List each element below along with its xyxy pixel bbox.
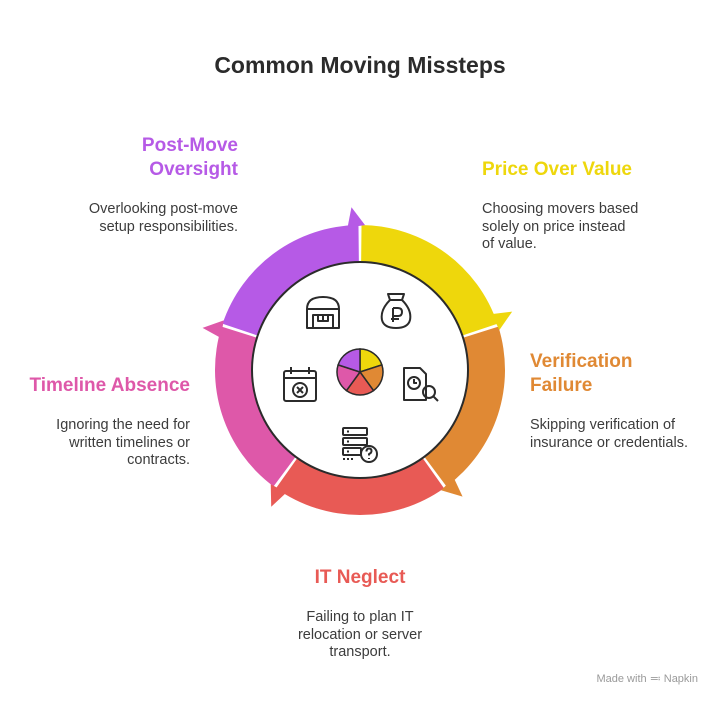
step-title: Verification Failure	[530, 351, 633, 396]
step-it-neglect: IT Neglect Failing to plan IT relocation…	[240, 566, 480, 662]
ring-segment	[424, 326, 505, 487]
footer-credit: Made with ≕ Napkin	[596, 673, 698, 685]
ring-segment	[222, 225, 359, 336]
ring-segment	[361, 225, 498, 336]
step-title: IT Neglect	[314, 567, 406, 588]
step-description: Overlooking post-move setup responsibili…	[88, 201, 238, 235]
step-title: Post-Move Oversight	[141, 135, 238, 180]
ring-segment	[276, 458, 444, 515]
step-timeline-absence: Timeline Absence Ignoring the need for w…	[10, 374, 190, 470]
ring-arrowhead	[347, 207, 366, 228]
ring-arrowhead	[270, 484, 287, 507]
money-bag-icon	[380, 293, 412, 329]
ring-arrowhead	[491, 311, 513, 331]
step-description: Ignoring the need for written timelines …	[56, 417, 190, 468]
step-price-over-value: Price Over Value Choosing movers based s…	[482, 158, 702, 254]
step-verification-failure: Verification Failure Skipping verificati…	[530, 350, 710, 452]
step-description: Choosing movers based solely on price in…	[482, 201, 639, 252]
center-pie-icon	[336, 348, 384, 396]
ring	[202, 207, 513, 515]
ring-arrowhead	[441, 477, 463, 497]
ring-arrowhead	[202, 320, 224, 338]
warehouse-icon	[306, 296, 340, 329]
ring-segment	[215, 326, 296, 487]
server-question-icon	[342, 427, 378, 463]
napkin-logo-icon: ≕	[649, 673, 661, 685]
calendar-cancel-icon	[283, 367, 317, 402]
step-title: Price Over Value	[482, 159, 632, 180]
pie-slice	[337, 348, 361, 374]
step-description: Skipping verification of insurance or cr…	[530, 417, 688, 451]
page-title: Common Moving Missteps	[214, 52, 506, 78]
step-description: Failing to plan IT relocation or server …	[297, 609, 423, 660]
step-post-move-oversight: Post-Move Oversight Overlooking post-mov…	[60, 134, 238, 236]
step-title: Timeline Absence	[29, 375, 190, 396]
document-search-icon	[403, 367, 439, 402]
